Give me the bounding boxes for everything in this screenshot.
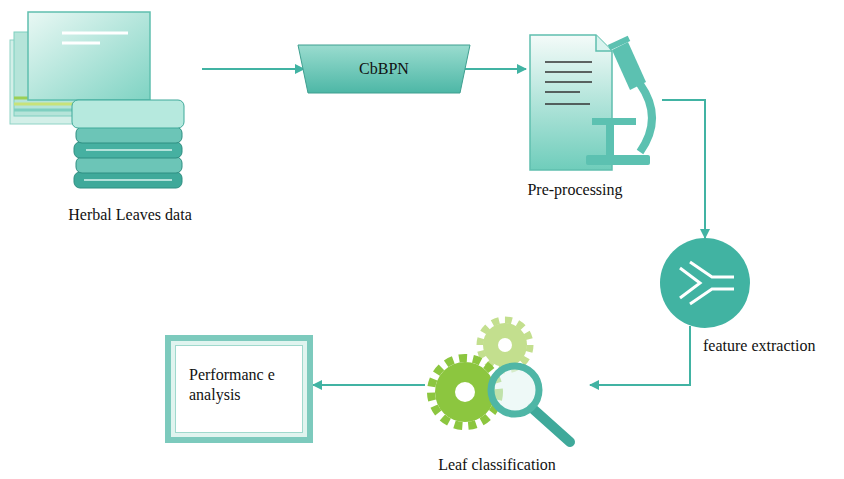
- gear-hole: [455, 382, 475, 402]
- merge-symbol: [680, 268, 700, 298]
- magnifier-lens: [491, 366, 539, 414]
- feature-circle: [660, 238, 750, 328]
- microscope-document-icon: [530, 35, 652, 170]
- text-line: [545, 91, 580, 93]
- process-circle: feature extraction: [660, 238, 842, 360]
- flow-arrow: [465, 68, 526, 70]
- gears-icon: [431, 320, 570, 442]
- page-edge: [84, 179, 172, 181]
- node-text: Performanc e analysis: [189, 365, 289, 405]
- flow-arrow: [590, 326, 690, 385]
- text-line: [62, 32, 128, 35]
- document: [530, 35, 612, 170]
- magnifier-handle: [532, 408, 570, 442]
- paper-sheet: [28, 12, 150, 100]
- microscope-arm: [640, 84, 652, 152]
- text-line: [62, 42, 100, 45]
- node-label: Leaf classification: [438, 455, 556, 475]
- trapezoid-outline: [298, 45, 470, 93]
- microscope-pillar: [606, 125, 614, 155]
- microscope-stage: [592, 118, 636, 125]
- book-slab: [76, 157, 182, 173]
- document-stack-icon: [10, 12, 184, 188]
- flow-arrow: [662, 100, 705, 238]
- process-trapezoid: CbBPN: [298, 45, 470, 93]
- node-label: Herbal Leaves data: [68, 205, 191, 225]
- process-icon: Leaf classification: [425, 322, 590, 477]
- merge-symbol: [690, 289, 734, 304]
- microscope-tube: [612, 42, 646, 90]
- page-edge: [86, 149, 172, 151]
- text-line: [545, 81, 592, 83]
- merge-symbol: [690, 262, 734, 277]
- text-line: [545, 71, 592, 73]
- node-label: feature extraction: [703, 336, 815, 356]
- book-slab: [74, 172, 182, 188]
- microscope-eyepiece: [608, 36, 630, 51]
- book-slab: [74, 142, 182, 158]
- data-source-icon: Herbal Leaves data: [8, 8, 202, 230]
- node-label: Pre-processing: [527, 180, 622, 200]
- book-slab: [76, 127, 182, 143]
- book-top: [72, 100, 184, 128]
- feature-circle-icon: [660, 238, 750, 328]
- gear: [435, 362, 495, 422]
- gear-hole: [498, 338, 512, 352]
- flow-arrow: [202, 68, 304, 70]
- text-line: [545, 61, 592, 63]
- microscope-base: [586, 155, 650, 165]
- result-box: Performanc e analysis: [165, 335, 313, 443]
- text-line: [545, 103, 590, 105]
- flow-arrow: [313, 384, 425, 386]
- process-icon: Pre-processing: [526, 32, 662, 204]
- node-text: CbBPN: [359, 59, 409, 79]
